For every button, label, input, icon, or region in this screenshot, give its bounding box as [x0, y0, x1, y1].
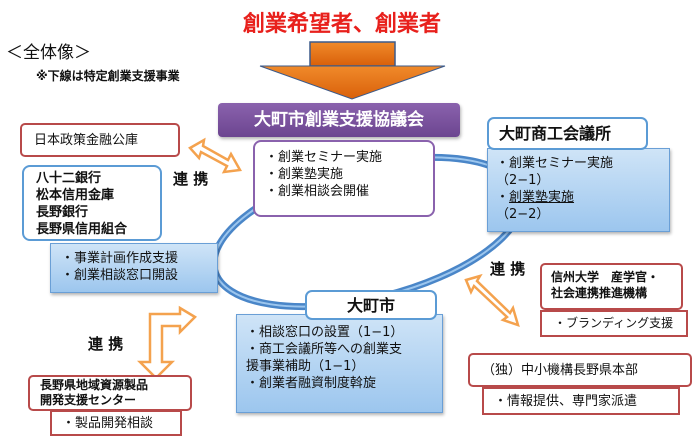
activity-item: ・創業塾実施 [496, 189, 669, 206]
council-header: 大町市創業支援協議会 [218, 103, 460, 137]
activity-item: ・創業塾実施 [265, 167, 344, 182]
org-name: 信州大学 産学官・ [551, 270, 660, 284]
specific-support-item: 創業塾実施 [509, 190, 575, 205]
link-label: 連 携 [173, 170, 209, 188]
city-header: 大町市 [305, 290, 437, 320]
smrj-activity: ・情報提供、専門家派遣 [482, 387, 680, 415]
activity-item: ・事業計画作成支援 [61, 251, 179, 266]
activity-item: ・商工会議所等への創業支 [246, 342, 403, 357]
bent-double-arrow-icon [136, 305, 198, 380]
shinshu-box: 信州大学 産学官・ 社会連携推進機構 [540, 263, 683, 310]
legend-note: ※下線は特定創業支援事業 [36, 69, 180, 83]
nagano-center-box: 長野県地域資源製品 開発支援センター [28, 375, 192, 411]
activity-item: ・創業相談会開催 [265, 184, 370, 199]
activity-item: ・創業セミナー実施 [496, 156, 614, 171]
bank-name: 八十二銀行 [36, 171, 102, 186]
bank-name: 松本信用金庫 [36, 188, 115, 203]
org-name: 開発支援センター [40, 393, 137, 407]
activity-item: ・相談窓口の設置（1−1） [246, 325, 404, 340]
activity-item: 援事業補助（1−1） [246, 359, 365, 374]
activity-item: ・創業相談窓口開設 [61, 268, 179, 283]
down-arrow-icon [259, 41, 446, 100]
smrj-box: （独）中小機構長野県本部 [468, 353, 692, 387]
jfc-box: 日本政策金融公庫 [20, 123, 180, 157]
double-arrow-icon [464, 273, 520, 327]
banks-activities: ・事業計画作成支援 ・創業相談窓口開設 [50, 243, 218, 293]
activity-item: （2−2） [496, 207, 550, 222]
chamber-activities: ・創業セミナー実施 （2−1） ・創業塾実施 （2−2） [487, 148, 670, 232]
activity-item: （2−1） [496, 173, 550, 188]
link-arrows [136, 137, 520, 380]
city-activities: ・相談窓口の設置（1−1） ・商工会議所等への創業支 援事業補助（1−1） ・創… [236, 314, 443, 413]
activity-item: ・創業セミナー実施 [265, 150, 383, 165]
org-name: 社会連携推進機構 [551, 286, 648, 300]
chamber-header: 大町商工会議所 [487, 117, 648, 150]
council-activities: ・創業セミナー実施 ・創業塾実施 ・創業相談会開催 [253, 140, 435, 217]
org-name: 長野県地域資源製品 [40, 378, 149, 392]
activity-item: ・創業者融資制度斡旋 [246, 376, 377, 391]
target-audience-title: 創業希望者、創業者 [243, 12, 442, 37]
banks-box: 八十二銀行 松本信用金庫 長野銀行 長野県信用組合 [22, 165, 162, 241]
link-label: 連 携 [88, 335, 124, 353]
bank-name: 長野銀行 [36, 205, 89, 220]
overview-heading: ＜全体像＞ [6, 43, 91, 63]
shinshu-activity: ・ブランディング支援 [540, 310, 688, 337]
nagano-center-activity: ・製品開発相談 [50, 410, 182, 436]
bank-name: 長野県信用組合 [36, 222, 128, 237]
double-arrow-icon [188, 137, 243, 174]
link-label: 連 携 [490, 260, 526, 278]
bullet: ・ [496, 190, 510, 205]
